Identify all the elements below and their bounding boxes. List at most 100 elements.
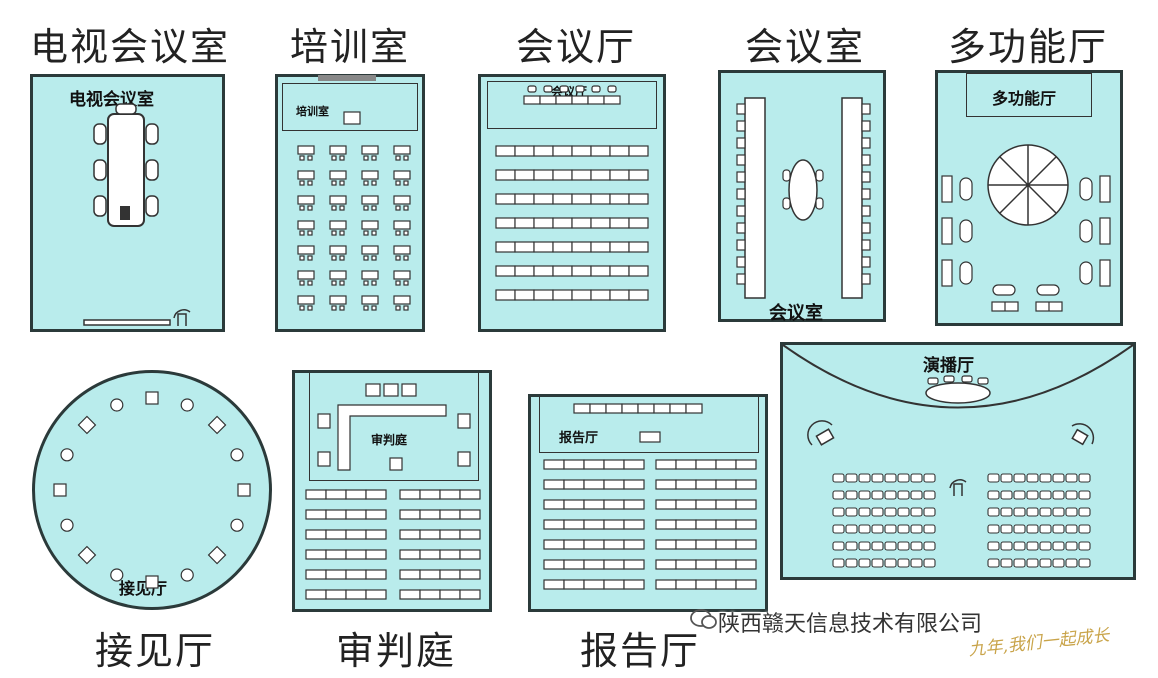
meeting-chair — [736, 222, 746, 234]
meeting-chair — [736, 171, 746, 183]
training-screen — [318, 75, 376, 81]
training-chair — [331, 305, 337, 311]
training-chair — [299, 230, 305, 236]
training-chair — [299, 180, 305, 186]
training-chair — [331, 280, 337, 286]
broadcast-seat — [1039, 473, 1052, 483]
caption-reception: 接见厅 — [95, 629, 216, 673]
training-chair — [371, 180, 377, 186]
broadcast-seat — [832, 541, 845, 551]
broadcast-chair — [977, 377, 989, 385]
training-desk — [393, 145, 411, 155]
conf-stage-chair — [527, 85, 537, 93]
broadcast-seat — [1052, 541, 1065, 551]
broadcast-seat — [1039, 524, 1052, 534]
training-chair — [339, 205, 345, 211]
training-desk — [297, 295, 315, 305]
broadcast-chair — [943, 375, 955, 383]
training-chair — [403, 280, 409, 286]
multi-side-sofa — [1079, 177, 1093, 201]
broadcast-seat — [1065, 558, 1078, 568]
door-icon — [173, 309, 191, 326]
broadcast-seat — [845, 507, 858, 517]
multi-side-sofa — [959, 261, 973, 285]
caption-conf-hall: 会议厅 — [516, 25, 637, 69]
broadcast-seat — [832, 473, 845, 483]
training-desk — [393, 170, 411, 180]
conf-desk — [628, 265, 649, 277]
room-label-training: 培训室 — [296, 105, 329, 118]
training-desk — [297, 170, 315, 180]
broadcast-seat — [871, 490, 884, 500]
broadcast-seat — [832, 490, 845, 500]
meeting-chairs — [736, 103, 871, 285]
report-desk — [735, 479, 757, 490]
reception-side-table — [110, 568, 124, 582]
broadcast-seat — [910, 473, 923, 483]
meeting-chair — [861, 188, 871, 200]
multi-side-table — [1099, 175, 1111, 203]
training-chair — [403, 180, 409, 186]
training-chair — [395, 180, 401, 186]
meeting-chair — [861, 222, 871, 234]
training-desk — [393, 195, 411, 205]
broadcast-seat — [910, 524, 923, 534]
broadcast-seat — [923, 524, 936, 534]
broadcast-seat — [897, 524, 910, 534]
tv-chair — [145, 159, 159, 181]
broadcast-chair — [961, 375, 973, 383]
conf-hall-desks — [495, 145, 649, 301]
broadcast-seat — [1026, 524, 1039, 534]
reception-chair — [237, 483, 251, 497]
training-desk — [329, 220, 347, 230]
broadcast-seat — [1026, 507, 1039, 517]
training-podium — [343, 111, 361, 125]
reception-chair — [207, 415, 227, 435]
training-desk — [329, 245, 347, 255]
training-stage — [282, 83, 418, 131]
tv-chair — [93, 123, 107, 145]
training-chair — [395, 305, 401, 311]
watermark-company: 陕西赣天信息技术有限公司 — [718, 612, 983, 637]
trial-desk — [459, 489, 481, 500]
training-chair — [331, 180, 337, 186]
broadcast-seat — [1000, 507, 1013, 517]
training-desk — [329, 195, 347, 205]
conf-stage-chair — [607, 85, 617, 93]
training-desk — [361, 195, 379, 205]
report-desk — [623, 539, 645, 550]
report-desk — [735, 499, 757, 510]
broadcast-seat — [1013, 524, 1026, 534]
meeting-chair — [736, 239, 746, 251]
training-chair — [299, 280, 305, 286]
broadcast-desk — [925, 382, 991, 404]
reception-side-table — [230, 448, 244, 462]
room-label-report: 报告厅 — [559, 431, 599, 446]
broadcast-seat — [910, 507, 923, 517]
multi-sofa — [992, 284, 1016, 296]
tv-chair — [93, 195, 107, 217]
trial-side-seat — [317, 451, 331, 467]
broadcast-seat — [897, 473, 910, 483]
training-chair — [339, 230, 345, 236]
trial-desk — [365, 489, 387, 500]
training-chair — [299, 305, 305, 311]
conf-desk — [628, 193, 649, 205]
reception-side-table — [180, 398, 194, 412]
training-desk — [297, 145, 315, 155]
training-chair — [331, 230, 337, 236]
broadcast-seat — [987, 507, 1000, 517]
broadcast-seat — [923, 541, 936, 551]
broadcast-seat — [923, 558, 936, 568]
training-chair — [371, 230, 377, 236]
wechat-icon — [690, 609, 717, 629]
broadcast-seat — [884, 558, 897, 568]
training-chair — [371, 255, 377, 261]
trial-desk — [459, 589, 481, 600]
broadcast-seat — [871, 558, 884, 568]
trial-side-seat — [317, 413, 331, 429]
